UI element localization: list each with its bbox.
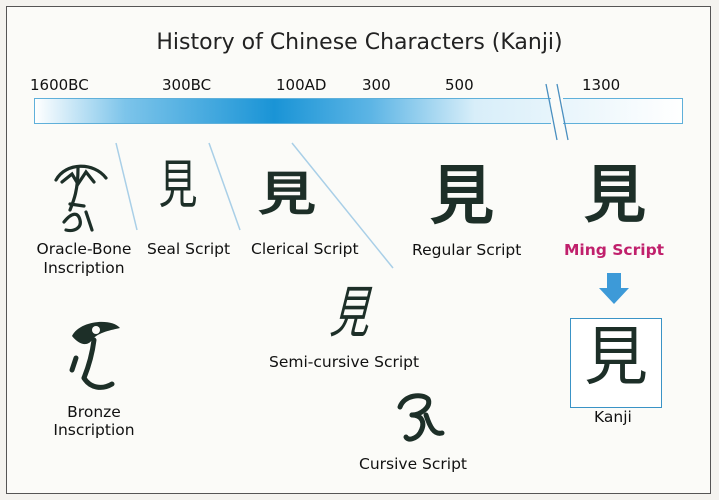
oracle-bone-glyph [54,164,108,233]
bronze-inscription-glyph [69,321,120,390]
kanji-glyph: 見 [584,321,648,395]
oracle-bone-label-line1: Oracle-Bone [36,240,132,258]
semi-cursive-script-label: Semi-cursive Script [269,353,420,371]
bronze-label-line1: Bronze [67,403,121,421]
timeline-bar [34,98,683,124]
kanji-label: Kanji [594,408,632,426]
ming-script-glyph: 見 [584,158,647,231]
clerical-script-label: Clerical Script [251,240,359,258]
cursive-script-label: Cursive Script [359,455,467,473]
ming-script-label: Ming Script [564,241,665,259]
year-300: 300 [362,76,391,94]
year-100ad: 100AD [276,76,327,94]
regular-script-glyph: 見 [430,159,494,234]
clerical-script-glyph: 見 [258,166,317,222]
year-500: 500 [445,76,474,94]
cursive-script-glyph [397,393,445,442]
bronze-label-line2: Inscription [53,421,135,439]
oracle-bone-label-line2: Inscription [43,259,125,277]
regular-script-label: Regular Script [412,241,522,259]
kanji-box [570,318,662,408]
year-300bc: 300BC [162,76,212,94]
seal-script-label: Seal Script [147,240,231,258]
year-1600bc: 1600BC [30,76,89,94]
year-1300: 1300 [582,76,621,94]
seal-script-glyph: 見 [158,156,198,216]
diagram-title: History of Chinese Characters (Kanji) [156,30,563,55]
semi-cursive-script-glyph: 見 [328,281,373,346]
